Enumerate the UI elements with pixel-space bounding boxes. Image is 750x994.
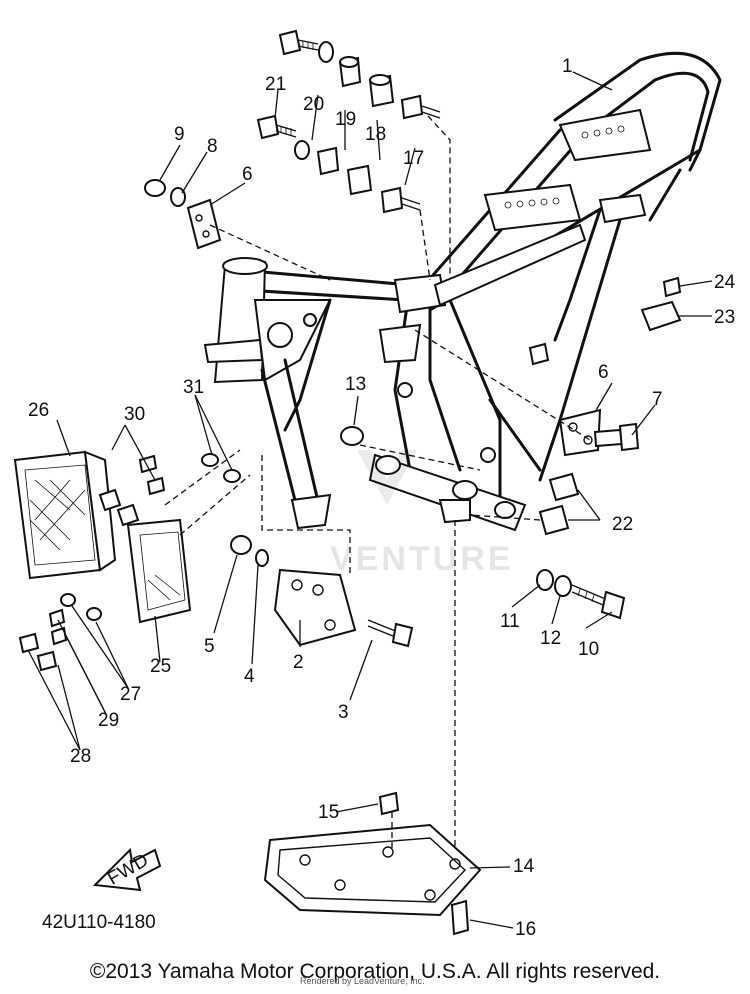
callout-15: 15 xyxy=(318,802,339,823)
callout-24: 24 xyxy=(714,272,736,293)
copyright-notice: ©2013 Yamaha Motor Corporation, U.S.A. A… xyxy=(89,960,661,983)
render-credit: Rendered by LeadVenture, Inc. xyxy=(300,976,425,986)
callout-14: 14 xyxy=(513,856,535,877)
pivot-bolt-set xyxy=(536,569,626,620)
callouts: 1 2 3 4 5 6 6 7 8 9 10 11 12 13 14 15 16… xyxy=(28,56,736,940)
drawing-number: 42U110-4180 xyxy=(42,912,156,933)
watermark-logo xyxy=(357,450,417,505)
callout-6a: 6 xyxy=(242,164,253,185)
callout-26: 26 xyxy=(28,400,49,421)
callout-12: 12 xyxy=(540,628,561,649)
number-plate-right xyxy=(126,518,192,624)
callout-17: 17 xyxy=(403,148,424,169)
forward-direction-arrow: FWD xyxy=(92,847,162,892)
callout-7: 7 xyxy=(652,389,663,410)
callout-19: 19 xyxy=(335,109,356,130)
callout-2: 2 xyxy=(293,652,304,673)
callout-31: 31 xyxy=(183,377,204,398)
callout-5: 5 xyxy=(204,636,215,657)
number-plate-left xyxy=(13,450,117,580)
engine-mount-bracket-upper xyxy=(144,179,222,250)
watermark-text: VENTURE xyxy=(330,540,514,578)
leader-lines xyxy=(27,71,713,929)
mount-hardware-right xyxy=(528,276,682,536)
callout-23: 23 xyxy=(714,307,735,328)
callout-18: 18 xyxy=(365,124,386,145)
engine-mount-bracket-lower xyxy=(230,535,414,648)
callout-13: 13 xyxy=(345,374,366,395)
skid-plate xyxy=(263,791,482,936)
callout-28: 28 xyxy=(70,746,91,767)
callout-8: 8 xyxy=(207,136,218,157)
callout-3: 3 xyxy=(338,702,349,723)
callout-27: 27 xyxy=(120,684,141,705)
frame-assembly xyxy=(203,51,722,532)
callout-4: 4 xyxy=(244,666,255,687)
callout-30: 30 xyxy=(124,404,145,425)
callout-6b: 6 xyxy=(598,362,609,383)
callout-16: 16 xyxy=(515,919,536,940)
callout-9: 9 xyxy=(174,124,185,145)
callout-25: 25 xyxy=(150,656,171,677)
nut-13 xyxy=(340,426,364,446)
callout-22: 22 xyxy=(612,514,633,535)
callout-21: 21 xyxy=(265,74,286,95)
callout-10: 10 xyxy=(578,639,599,660)
callout-29: 29 xyxy=(98,710,119,731)
callout-1: 1 xyxy=(562,56,573,77)
plate-hardware xyxy=(18,453,241,672)
callout-11: 11 xyxy=(500,611,520,632)
callout-20: 20 xyxy=(303,94,324,115)
mount-hardware-top xyxy=(256,29,441,214)
